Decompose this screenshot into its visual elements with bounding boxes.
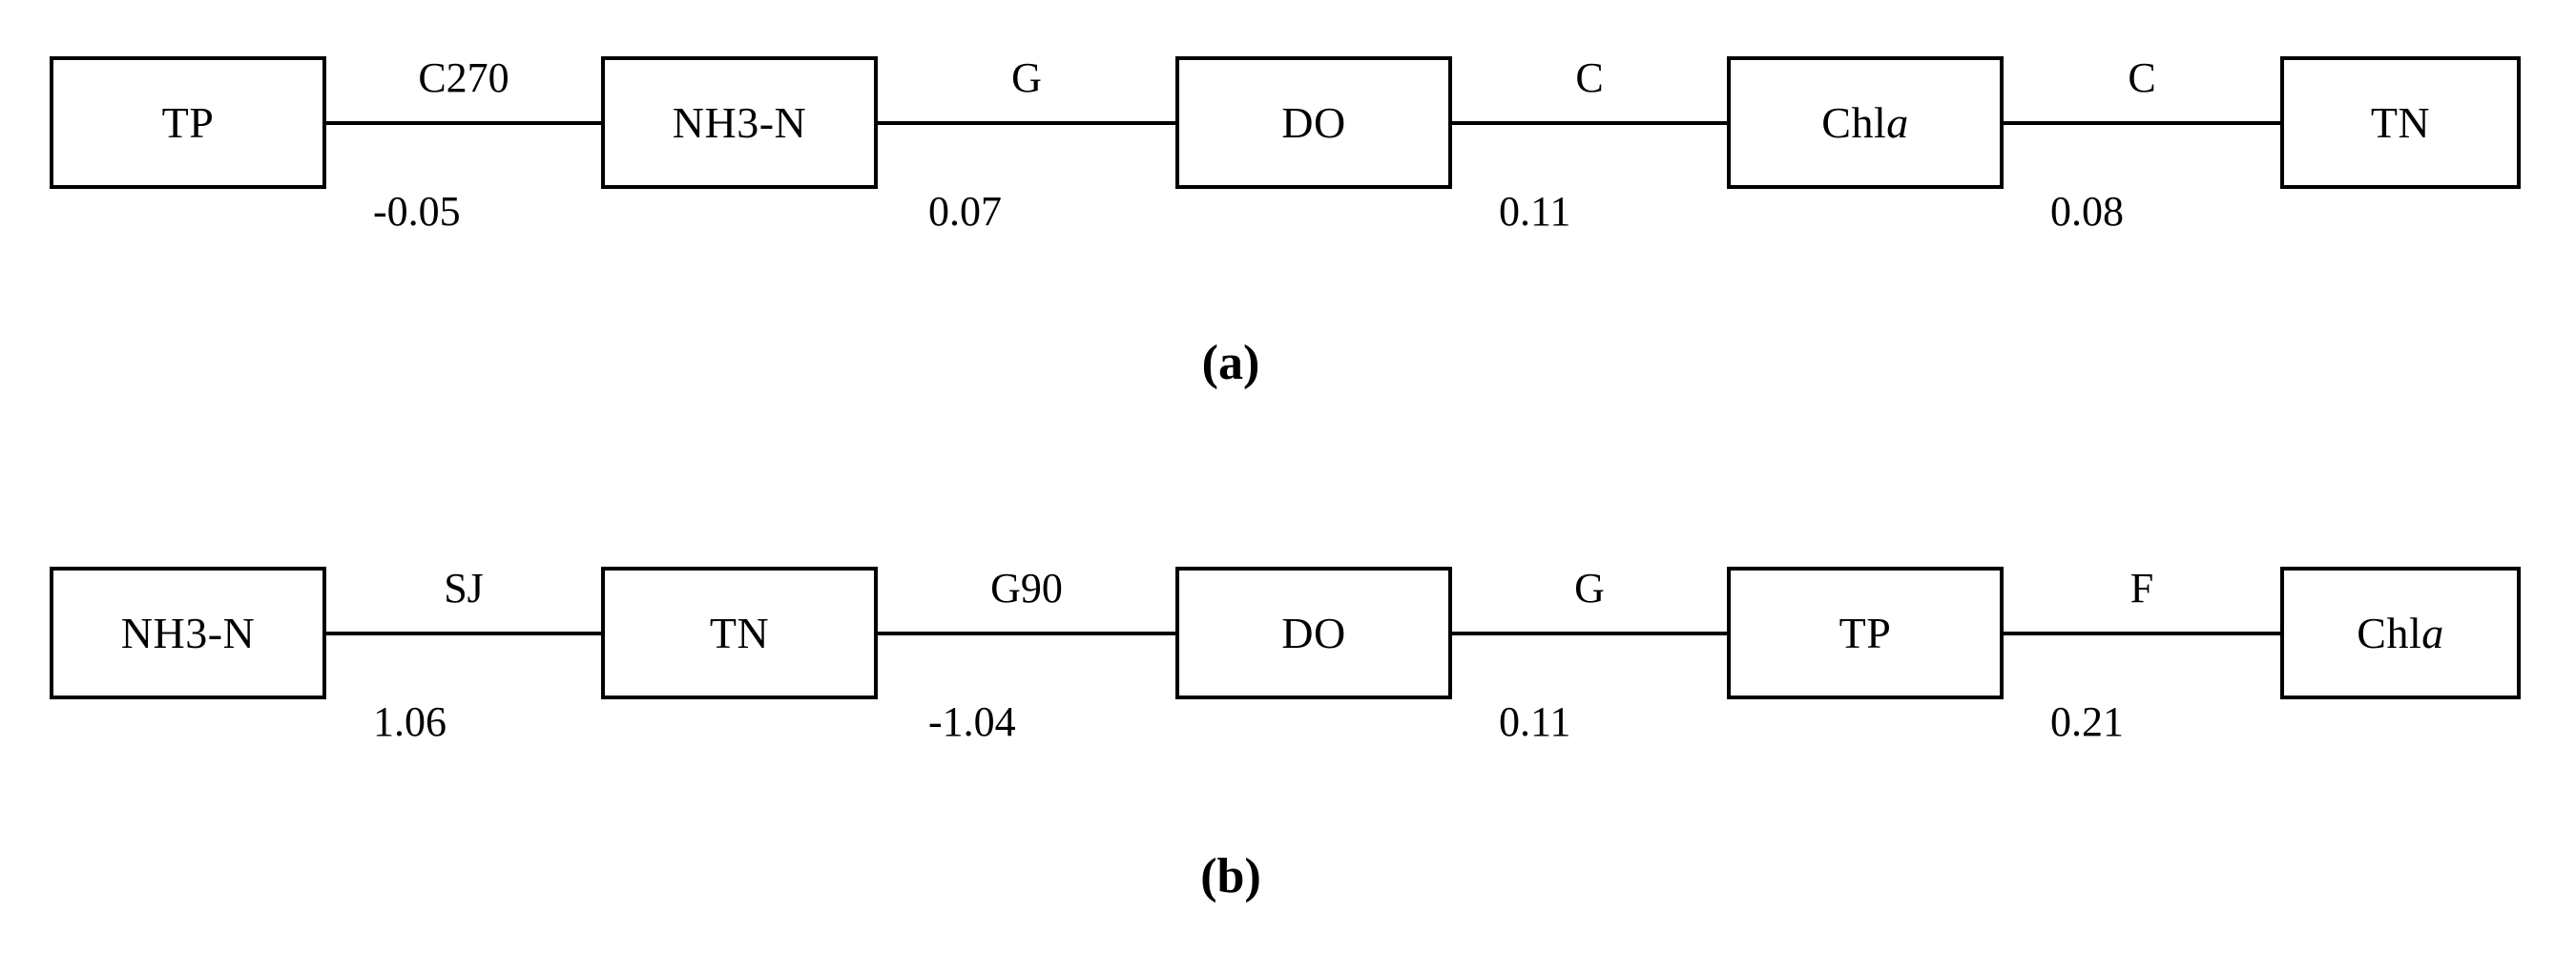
connector-line-a-3 <box>1452 121 1727 125</box>
edge-label-top-a-2: G <box>1011 54 1042 101</box>
node-box-b-1: NH3-N <box>50 567 326 699</box>
node-label-italic-part: a <box>1886 97 1909 147</box>
node-box-a-2: NH3-N <box>601 56 878 189</box>
node-box-b-5: Chla <box>2280 567 2521 699</box>
chain-row-a: TP NH3-N DO Chla TN C270 -0.05 G 0.07 C 0.11 C 0.08 <box>0 54 2576 248</box>
node-label-b-2: TN <box>709 608 770 657</box>
edge-label-top-a-3: C <box>1575 54 1604 101</box>
edge-label-bottom-b-1: 1.06 <box>373 698 447 745</box>
edge-label-top-b-4: F <box>2129 565 2154 612</box>
connector-line-a-2 <box>878 121 1175 125</box>
connector-line-a-4 <box>2004 121 2280 125</box>
node-label-b-3: DO <box>1281 608 1346 657</box>
node-box-b-2: TN <box>601 567 878 699</box>
node-label-b-5: Chla <box>2357 608 2444 657</box>
subfigure-caption-b: (b) <box>1200 849 1261 903</box>
edge-label-bottom-b-2: -1.04 <box>928 698 1016 745</box>
node-box-a-4: Chla <box>1727 56 2004 189</box>
edge-label-top-b-3: G <box>1574 565 1605 612</box>
edge-label-bottom-a-4: 0.08 <box>2050 188 2124 235</box>
connector-line-b-1 <box>326 632 601 635</box>
edge-label-bottom-a-1: -0.05 <box>373 188 461 235</box>
edge-label-top-b-2: G90 <box>990 565 1063 612</box>
node-box-a-1: TP <box>50 56 326 189</box>
node-label-a-2: NH3-N <box>672 97 807 147</box>
chain-row-b-inner: NH3-N TN DO TP Chla SJ 1.06 G90 -1.04 G 0.11 F 0.21 <box>0 565 2576 758</box>
node-label-italic-part: a <box>2421 608 2444 657</box>
connector-line-a-1 <box>326 121 601 125</box>
chain-row-a-inner: TP NH3-N DO Chla TN C270 -0.05 G 0.07 C 0.11 C 0.08 <box>0 54 2576 248</box>
node-label-a-1: TP <box>161 97 215 147</box>
node-box-a-3: DO <box>1175 56 1452 189</box>
connector-line-b-4 <box>2004 632 2280 635</box>
subfigure-caption-a: (a) <box>1201 336 1260 390</box>
chain-row-b: NH3-N TN DO TP Chla SJ 1.06 G90 -1.04 G 0.11 F 0.21 <box>0 565 2576 758</box>
node-label-b-4: TP <box>1839 608 1892 657</box>
node-box-a-5: TN <box>2280 56 2521 189</box>
edge-label-bottom-a-2: 0.07 <box>928 188 1002 235</box>
edge-label-top-b-1: SJ <box>444 565 484 612</box>
node-label-a-3: DO <box>1281 97 1346 147</box>
connector-line-b-3 <box>1452 632 1727 635</box>
edge-label-bottom-b-3: 0.11 <box>1499 698 1571 745</box>
node-label-a-4: Chla <box>1821 97 1909 147</box>
edge-label-bottom-a-3: 0.11 <box>1499 188 1571 235</box>
node-box-b-4: TP <box>1727 567 2004 699</box>
connector-line-b-2 <box>878 632 1175 635</box>
node-label-a-5: TN <box>2370 97 2431 147</box>
node-box-b-3: DO <box>1175 567 1452 699</box>
edge-label-top-a-4: C <box>2128 54 2156 101</box>
node-label-b-1: NH3-N <box>120 608 256 657</box>
edge-label-bottom-b-4: 0.21 <box>2050 698 2124 745</box>
edge-label-top-a-1: C270 <box>418 54 509 101</box>
